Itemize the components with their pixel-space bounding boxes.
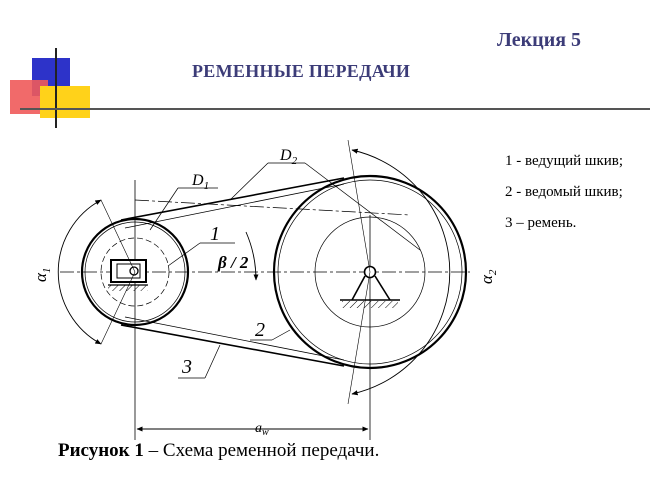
label-beta: β / 2: [217, 253, 249, 272]
alpha2-ray-top: [347, 139, 371, 273]
belt-upper-outer: [120, 177, 345, 221]
driver-base-hatch: [108, 285, 148, 291]
label-2: 2: [255, 319, 265, 341]
alpha2-ray-bottom: [347, 271, 371, 405]
alpha1-arc: [57, 199, 102, 345]
driven-support-right: [374, 275, 391, 301]
label3-leader: [204, 344, 221, 379]
legend-item-driver: 1 - ведущий шкив;: [505, 153, 624, 169]
legend: 1 - ведущий шкив; 2 - ведомый шкив; 3 – …: [505, 146, 623, 239]
alpha1-ray-bottom: [100, 271, 136, 345]
label-aw: aw: [255, 421, 269, 438]
d2-leader: [229, 162, 269, 201]
driver-shaft-center: [129, 266, 139, 276]
page-title: РЕМЕННЫЕ ПЕРЕДАЧИ: [192, 61, 411, 81]
belt-lower-outer: [120, 324, 345, 367]
caption-figure-number: Рисунок 1: [58, 440, 144, 461]
label2-leader: [271, 329, 291, 341]
label1-leader: [167, 242, 201, 267]
driver-shaft-inner: [116, 263, 141, 279]
label-alpha2: α2: [477, 269, 499, 284]
alpha1-ray-top: [100, 199, 136, 273]
legend-item-driven: 2 - ведомый шкив;: [505, 184, 623, 200]
belt-lower-inner: [124, 316, 345, 361]
label-d2: D2: [279, 147, 298, 167]
svg-text:α1: α1: [31, 268, 53, 282]
decor-vertical-line: [55, 48, 57, 128]
lecture-number: Лекция 5: [497, 29, 582, 51]
d1-leader: [149, 187, 179, 231]
driven-base-hatch: [342, 301, 398, 308]
beta-construction-line: [134, 199, 411, 216]
belt-upper-inner: [124, 183, 345, 229]
label-3: 3: [181, 356, 192, 378]
driven-support-left: [351, 275, 366, 301]
beta-arc: [245, 231, 259, 281]
header-divider: [20, 108, 650, 110]
label-alpha1: α1: [31, 268, 53, 282]
svg-text:α2: α2: [477, 269, 499, 284]
driver-shaft-block: [110, 259, 147, 283]
legend-item-belt: 3 – ремень.: [505, 215, 577, 231]
figure-caption: Рисунок 1 – Схема ременной передачи.: [58, 440, 379, 462]
label-1: 1: [210, 223, 220, 245]
alpha2-arc: [351, 148, 451, 396]
label-d1: D1: [191, 172, 209, 192]
decor-yellow-square: [40, 86, 90, 118]
caption-text: – Схема ременной передачи.: [143, 440, 380, 461]
d2-diameter-line: [304, 162, 421, 251]
